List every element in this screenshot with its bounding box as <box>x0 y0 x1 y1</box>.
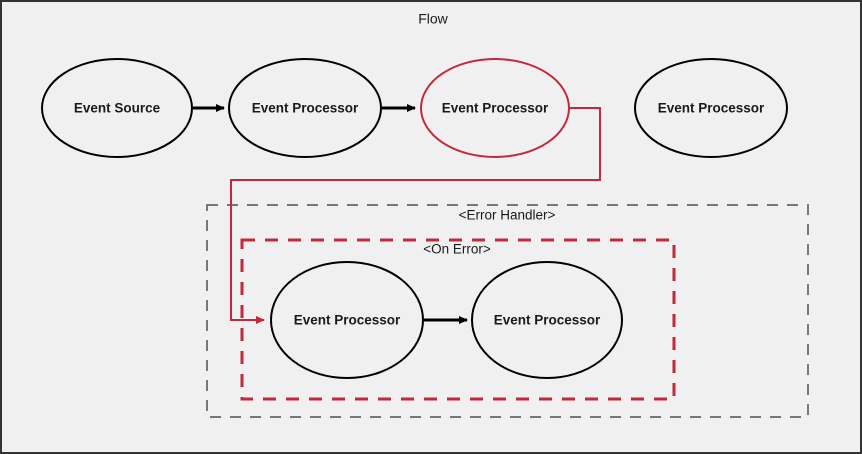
error-handler-boundary[interactable] <box>206 204 809 418</box>
node-processor-2-error[interactable]: Event Processor <box>420 58 570 158</box>
container-error-handler[interactable]: <Error Handler> <box>206 204 809 418</box>
on-error-boundary[interactable] <box>240 238 676 401</box>
on-error-label: <On Error> <box>423 242 491 257</box>
processor-2-label: Event Processor <box>442 101 549 116</box>
processor-1-shape[interactable] <box>228 58 382 158</box>
event-source-shape[interactable] <box>41 58 193 158</box>
node-error-processor-2[interactable]: Event Processor <box>471 261 623 379</box>
node-processor-1[interactable]: Event Processor <box>228 58 382 158</box>
error-processor-1-shape[interactable] <box>270 261 424 379</box>
processor-2-shape[interactable] <box>420 58 570 158</box>
on-error-label-backdrop <box>402 242 512 260</box>
node-event-source[interactable]: Event Source <box>41 58 193 158</box>
processor-3-shape[interactable] <box>634 58 788 158</box>
error-processor-1-label: Event Processor <box>294 313 401 328</box>
error-handler-label-backdrop <box>432 207 582 225</box>
event-source-label: Event Source <box>74 101 161 116</box>
error-handler-label: <Error Handler> <box>459 208 556 223</box>
node-error-processor-1[interactable]: Event Processor <box>270 261 424 379</box>
processor-3-label: Event Processor <box>658 101 765 116</box>
edge-error-route[interactable] <box>230 107 601 324</box>
container-on-error[interactable]: <On Error> <box>240 238 676 401</box>
error-processor-2-shape[interactable] <box>471 261 623 379</box>
error-processor-2-label: Event Processor <box>494 313 601 328</box>
page-title: Flow <box>418 11 448 27</box>
processor-1-label: Event Processor <box>252 101 359 116</box>
node-processor-3[interactable]: Event Processor <box>634 58 788 158</box>
